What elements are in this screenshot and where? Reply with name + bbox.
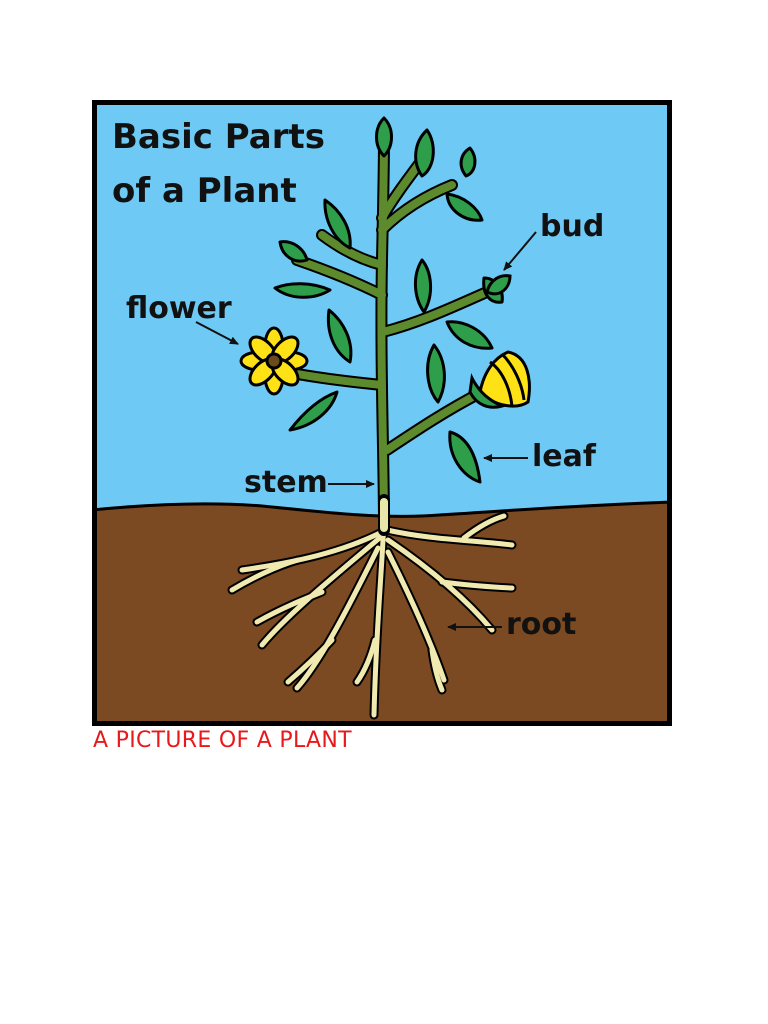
flower-open	[239, 326, 309, 396]
diagram-frame	[92, 100, 672, 726]
flower-side	[468, 350, 531, 409]
diagram-title-line1: Basic Parts	[112, 117, 325, 157]
leaves	[273, 116, 504, 484]
label-root: root	[506, 607, 576, 642]
roots	[227, 511, 517, 720]
stem-and-branches	[281, 132, 493, 536]
label-flower: flower	[126, 291, 232, 326]
caption: A PICTURE OF A PLANT	[93, 728, 352, 753]
label-bud: bud	[540, 209, 604, 244]
label-stem: stem	[244, 465, 328, 500]
plant-diagram: Basic Parts of a Plant bud flower leaf s…	[92, 100, 672, 726]
arrow-bud	[503, 231, 537, 271]
arrow-flower	[195, 321, 239, 345]
bud	[485, 274, 512, 296]
label-leaf: leaf	[532, 439, 597, 474]
diagram-title-line2: of a Plant	[112, 171, 297, 211]
label-arrows	[195, 231, 537, 631]
